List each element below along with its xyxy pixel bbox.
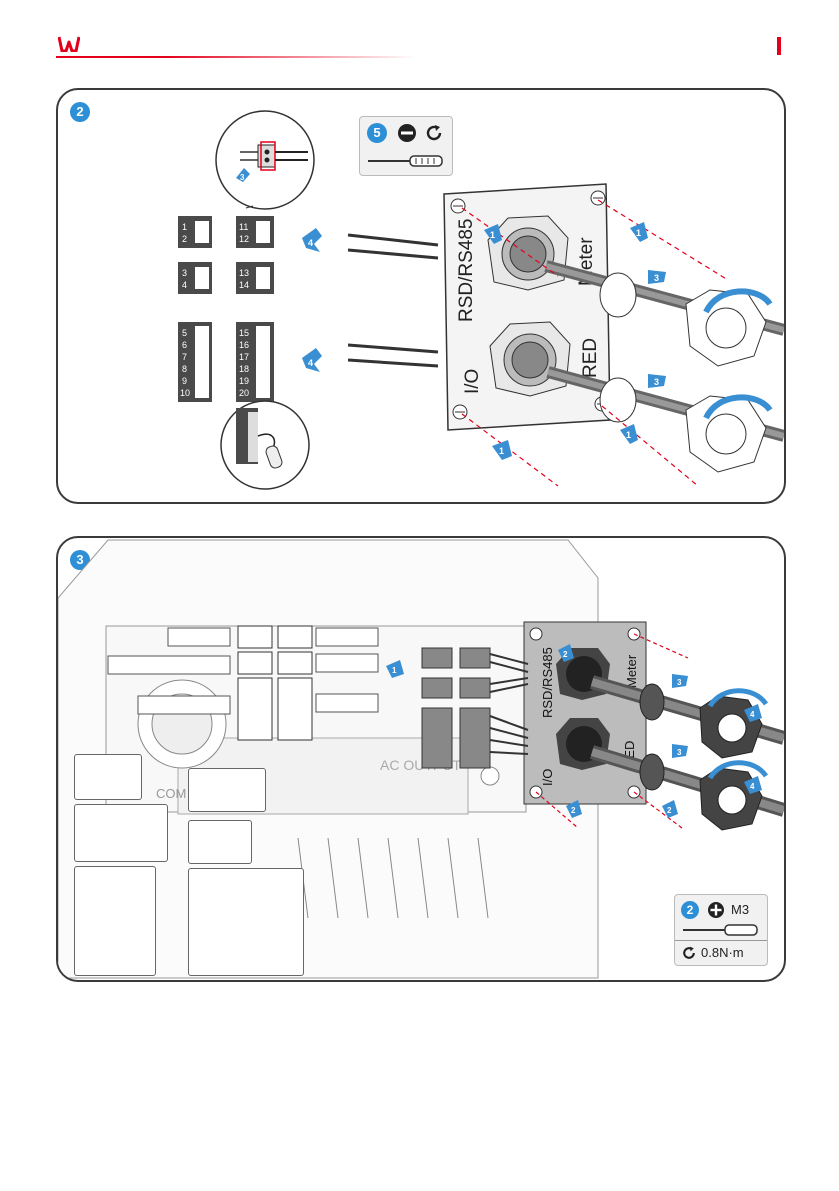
svg-text:2: 2 (563, 650, 568, 659)
terminal-number: 14 (239, 280, 249, 290)
label-red: RED (580, 338, 601, 378)
arrow-3: 3 (648, 270, 666, 284)
terminal-block-15-20: 15 16 17 18 19 20 (236, 322, 274, 402)
terminal-number: 17 (239, 352, 249, 362)
terminal-block-5-10: 5 6 7 8 9 10 (178, 322, 212, 402)
terminal-number: 8 (182, 364, 187, 374)
brand-logo (58, 36, 80, 57)
svg-text:3: 3 (677, 748, 682, 757)
label-io: I/O (540, 769, 555, 786)
step-3-panel: 3 COM AC OUTPUT (56, 536, 786, 982)
terminal-number: 7 (182, 352, 187, 362)
arrow-label: 3 (240, 173, 245, 182)
arrow-3: 3 (672, 674, 688, 688)
panel2-illustration: 3 1 2 11 12 3 4 13 14 (58, 90, 784, 502)
blank-callout (74, 754, 142, 800)
terminal-number: 16 (239, 340, 249, 350)
svg-text:2: 2 (571, 806, 576, 815)
terminal-number: 10 (180, 388, 190, 398)
screwdriver-icon (681, 923, 761, 937)
terminal-number: 13 (239, 268, 249, 278)
label-rsd: RSD/RS485 (456, 219, 477, 323)
cover-plate: RSD/RS485 Meter I/O RED (524, 622, 646, 804)
terminal-block-13-14: 13 14 (236, 262, 274, 294)
svg-text:3: 3 (654, 273, 659, 283)
svg-text:1: 1 (626, 430, 631, 440)
tool-card: 2 M3 0.8N·m (674, 894, 768, 966)
terminal-number: 18 (239, 364, 249, 374)
terminal-block-1-2: 1 2 (178, 216, 212, 248)
svg-text:3: 3 (654, 377, 659, 387)
terminal-block-11-12: 11 12 (236, 216, 274, 248)
terminal-number: 15 (239, 328, 249, 338)
arrow-1: 1 (620, 424, 638, 444)
terminal-block-3-4: 3 4 (178, 262, 212, 294)
arrow-4: 4 (302, 348, 322, 372)
svg-text:4: 4 (750, 710, 755, 719)
terminal-number: 19 (239, 376, 249, 386)
svg-text:1: 1 (490, 230, 495, 240)
terminal-number: 5 (182, 328, 187, 338)
terminal-number: 12 (239, 234, 249, 244)
blank-callout (188, 820, 252, 864)
arrow-3: 3 (648, 374, 666, 388)
svg-text:1: 1 (499, 446, 504, 456)
terminal-number: 4 (182, 280, 187, 290)
svg-text:1: 1 (636, 228, 641, 238)
cover-plate: RSD/RS485 Meter I/O RED (444, 184, 610, 430)
terminal-number: 2 (182, 234, 187, 244)
terminal-number: 20 (239, 388, 249, 398)
label-meter: Meter (624, 654, 639, 688)
step-2-panel: 2 5 3 (56, 88, 786, 504)
connector-zoom-callout: 3 (216, 111, 314, 209)
arrow-1: 1 (630, 222, 648, 242)
arrow-4: 4 (302, 228, 322, 252)
svg-text:1: 1 (392, 666, 397, 675)
blank-callout (188, 768, 266, 812)
svg-text:3: 3 (677, 678, 682, 687)
label-io: I/O (462, 369, 483, 394)
terminal-number: 9 (182, 376, 187, 386)
blank-callout (74, 866, 156, 976)
terminal-number: 6 (182, 340, 187, 350)
torque-value: 0.8N·m (701, 945, 744, 960)
arrow-3: 3 (672, 744, 688, 758)
page-marker (777, 37, 781, 55)
blank-callout (188, 868, 304, 976)
wire-zoom-callout (221, 401, 309, 489)
arrow-1: 1 (492, 440, 512, 460)
svg-text:2: 2 (667, 806, 672, 815)
header-rule (56, 56, 416, 58)
svg-text:4: 4 (750, 782, 755, 791)
svg-text:4: 4 (308, 238, 313, 248)
label-com: COM (156, 786, 186, 801)
tighten-icon (681, 945, 697, 961)
logo-icon (58, 36, 80, 52)
phillips-head-icon (707, 901, 725, 919)
blank-callout (74, 804, 168, 862)
svg-text:4: 4 (308, 358, 313, 368)
tool-divider (675, 940, 767, 941)
tool-step-badge: 2 (681, 901, 699, 919)
terminal-number: 1 (182, 222, 187, 232)
terminal-number: 11 (239, 222, 248, 232)
label-rsd: RSD/RS485 (540, 647, 555, 718)
screw-size: M3 (731, 902, 749, 917)
terminal-number: 3 (182, 268, 187, 278)
